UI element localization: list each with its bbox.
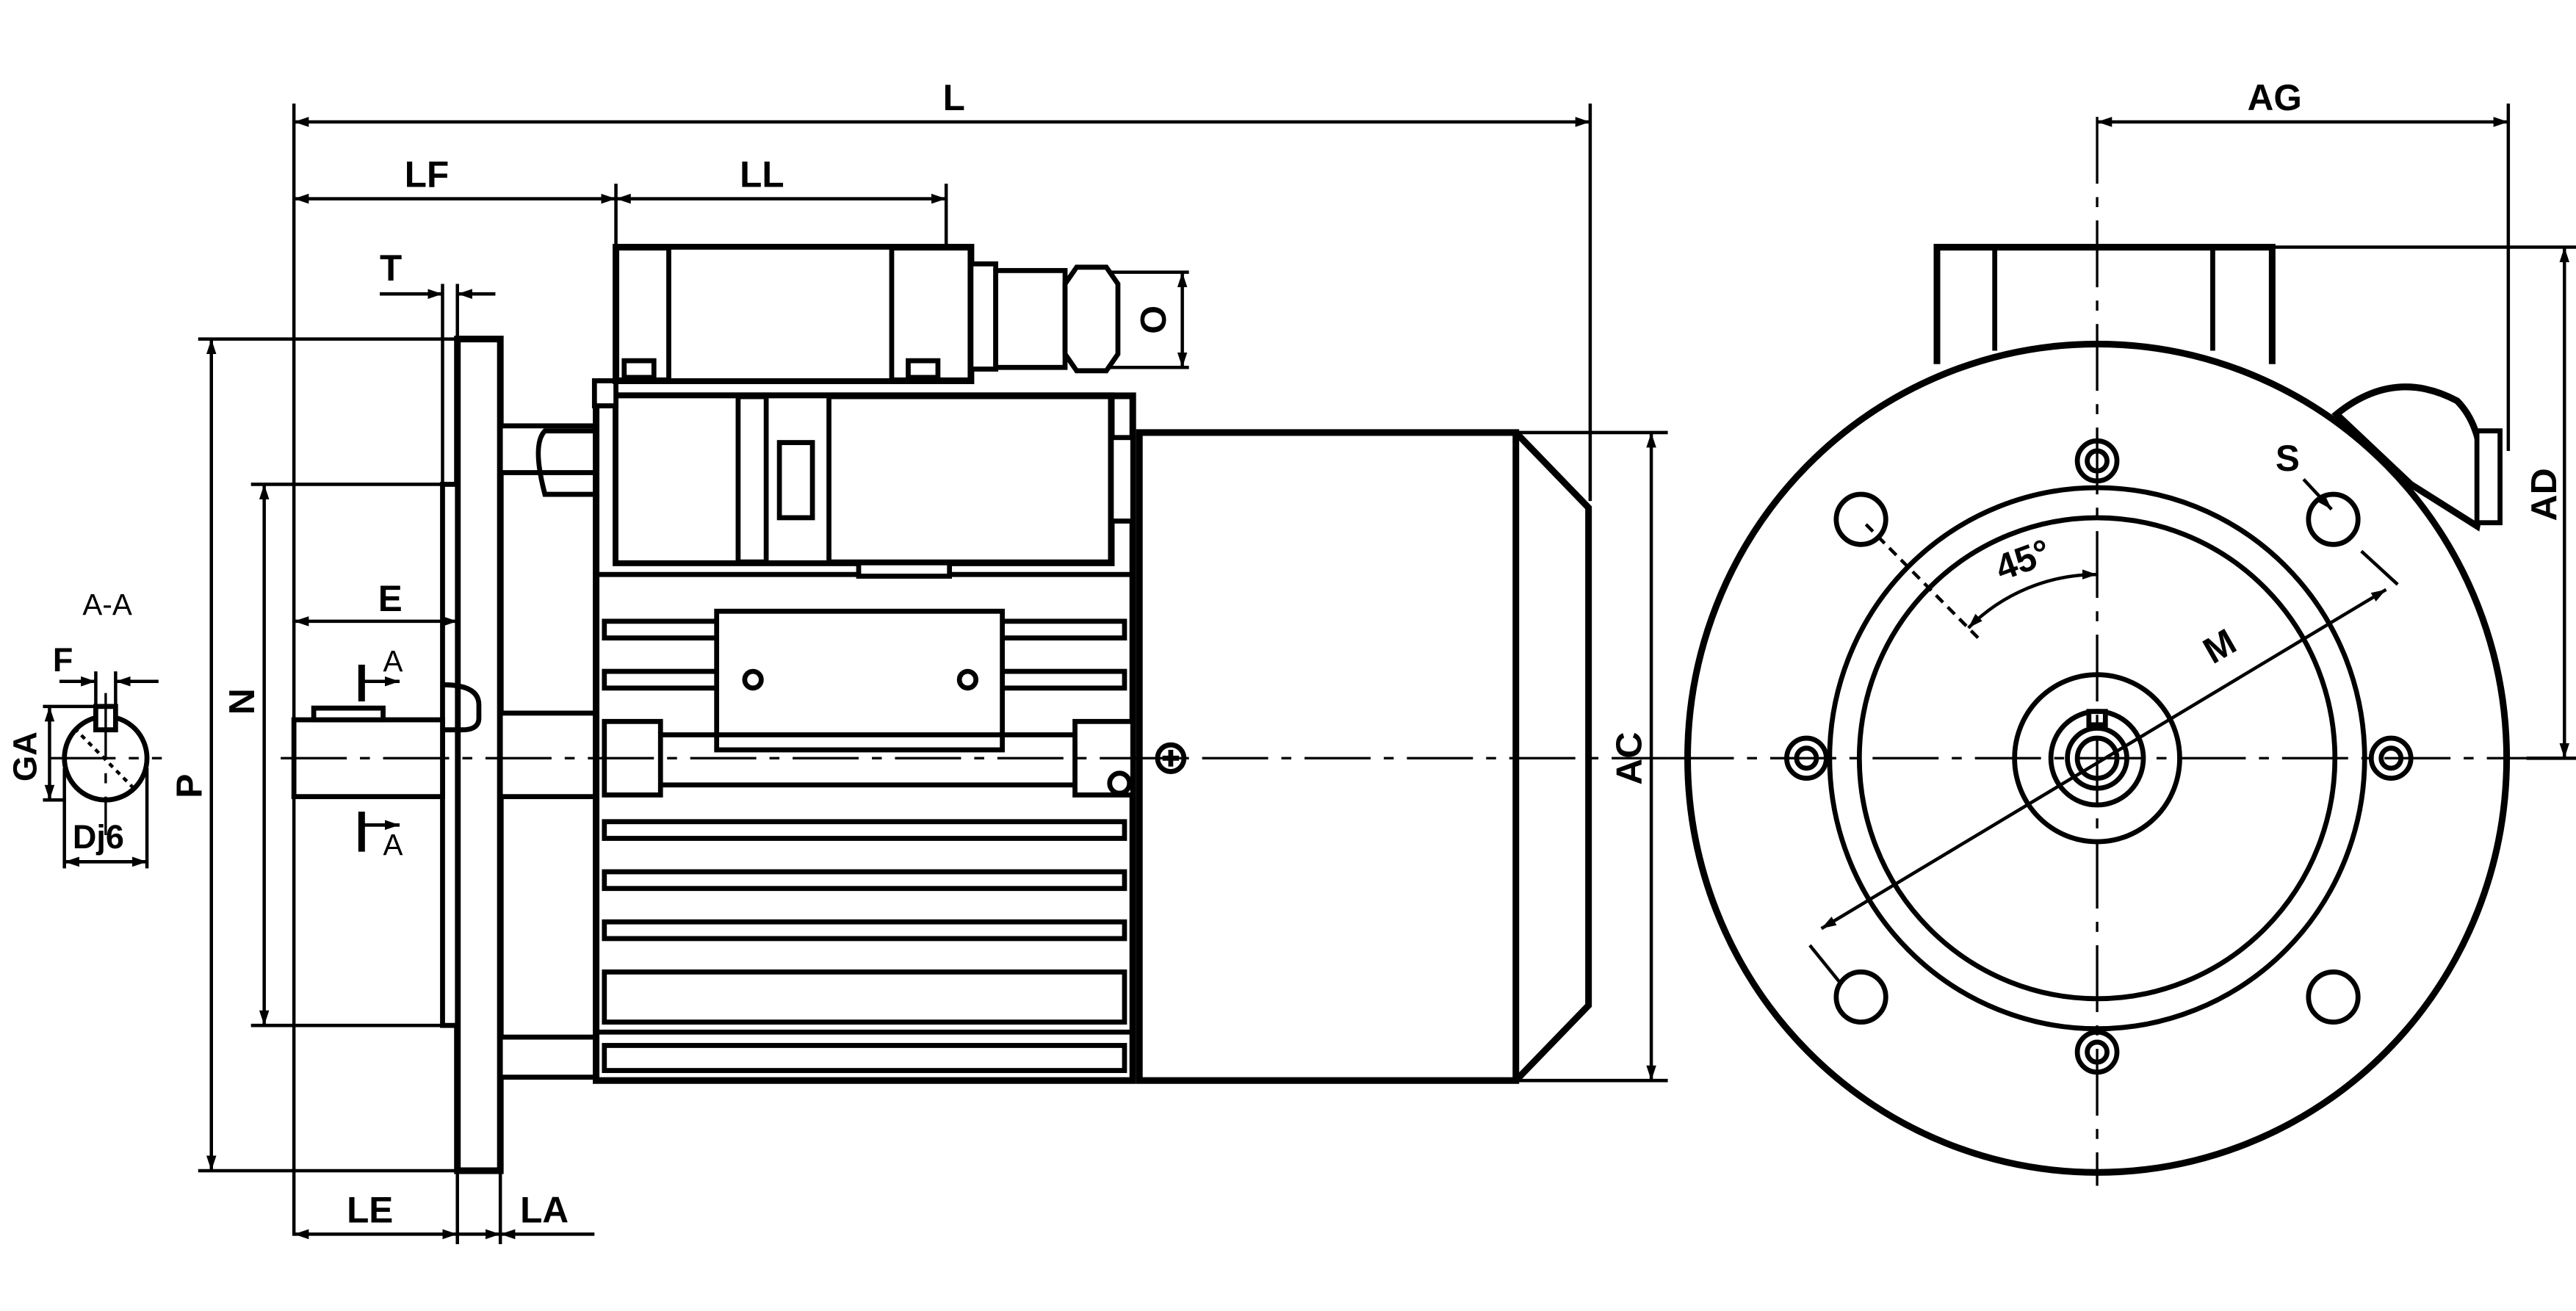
motor-side-view <box>281 243 1668 1174</box>
dim-ag-label: AG <box>2248 77 2302 118</box>
dim-ga-label: GA <box>7 732 44 781</box>
dim-n-label: N <box>221 688 262 715</box>
dim-o-label: O <box>1133 306 1174 334</box>
dim-p-label: P <box>169 774 210 798</box>
dim-l-label: L <box>943 77 965 118</box>
dim-f-label: F <box>53 641 73 679</box>
shaft-section-view <box>43 671 162 869</box>
dim-la-label: LA <box>520 1189 569 1230</box>
front-view-dimensions <box>2097 103 2576 760</box>
dim-ad-label: AD <box>2523 468 2564 521</box>
section-mark-top: A <box>383 644 404 678</box>
dim-t-label: T <box>380 248 402 289</box>
section-mark-bottom: A <box>383 828 404 862</box>
dim-s-label: S <box>2276 438 2300 479</box>
side-view-dimensions <box>198 103 1668 1245</box>
dim-e-label: E <box>378 578 403 619</box>
dim-dj6-label: Dj6 <box>73 818 124 856</box>
dim-le-label: LE <box>347 1189 393 1230</box>
dim-ll-label: LL <box>740 154 784 195</box>
motor-front-view <box>1667 117 2527 1186</box>
section-label: A-A <box>82 588 132 621</box>
dim-ac-label: AC <box>1609 732 1650 784</box>
dim-lf-label: LF <box>405 154 449 195</box>
